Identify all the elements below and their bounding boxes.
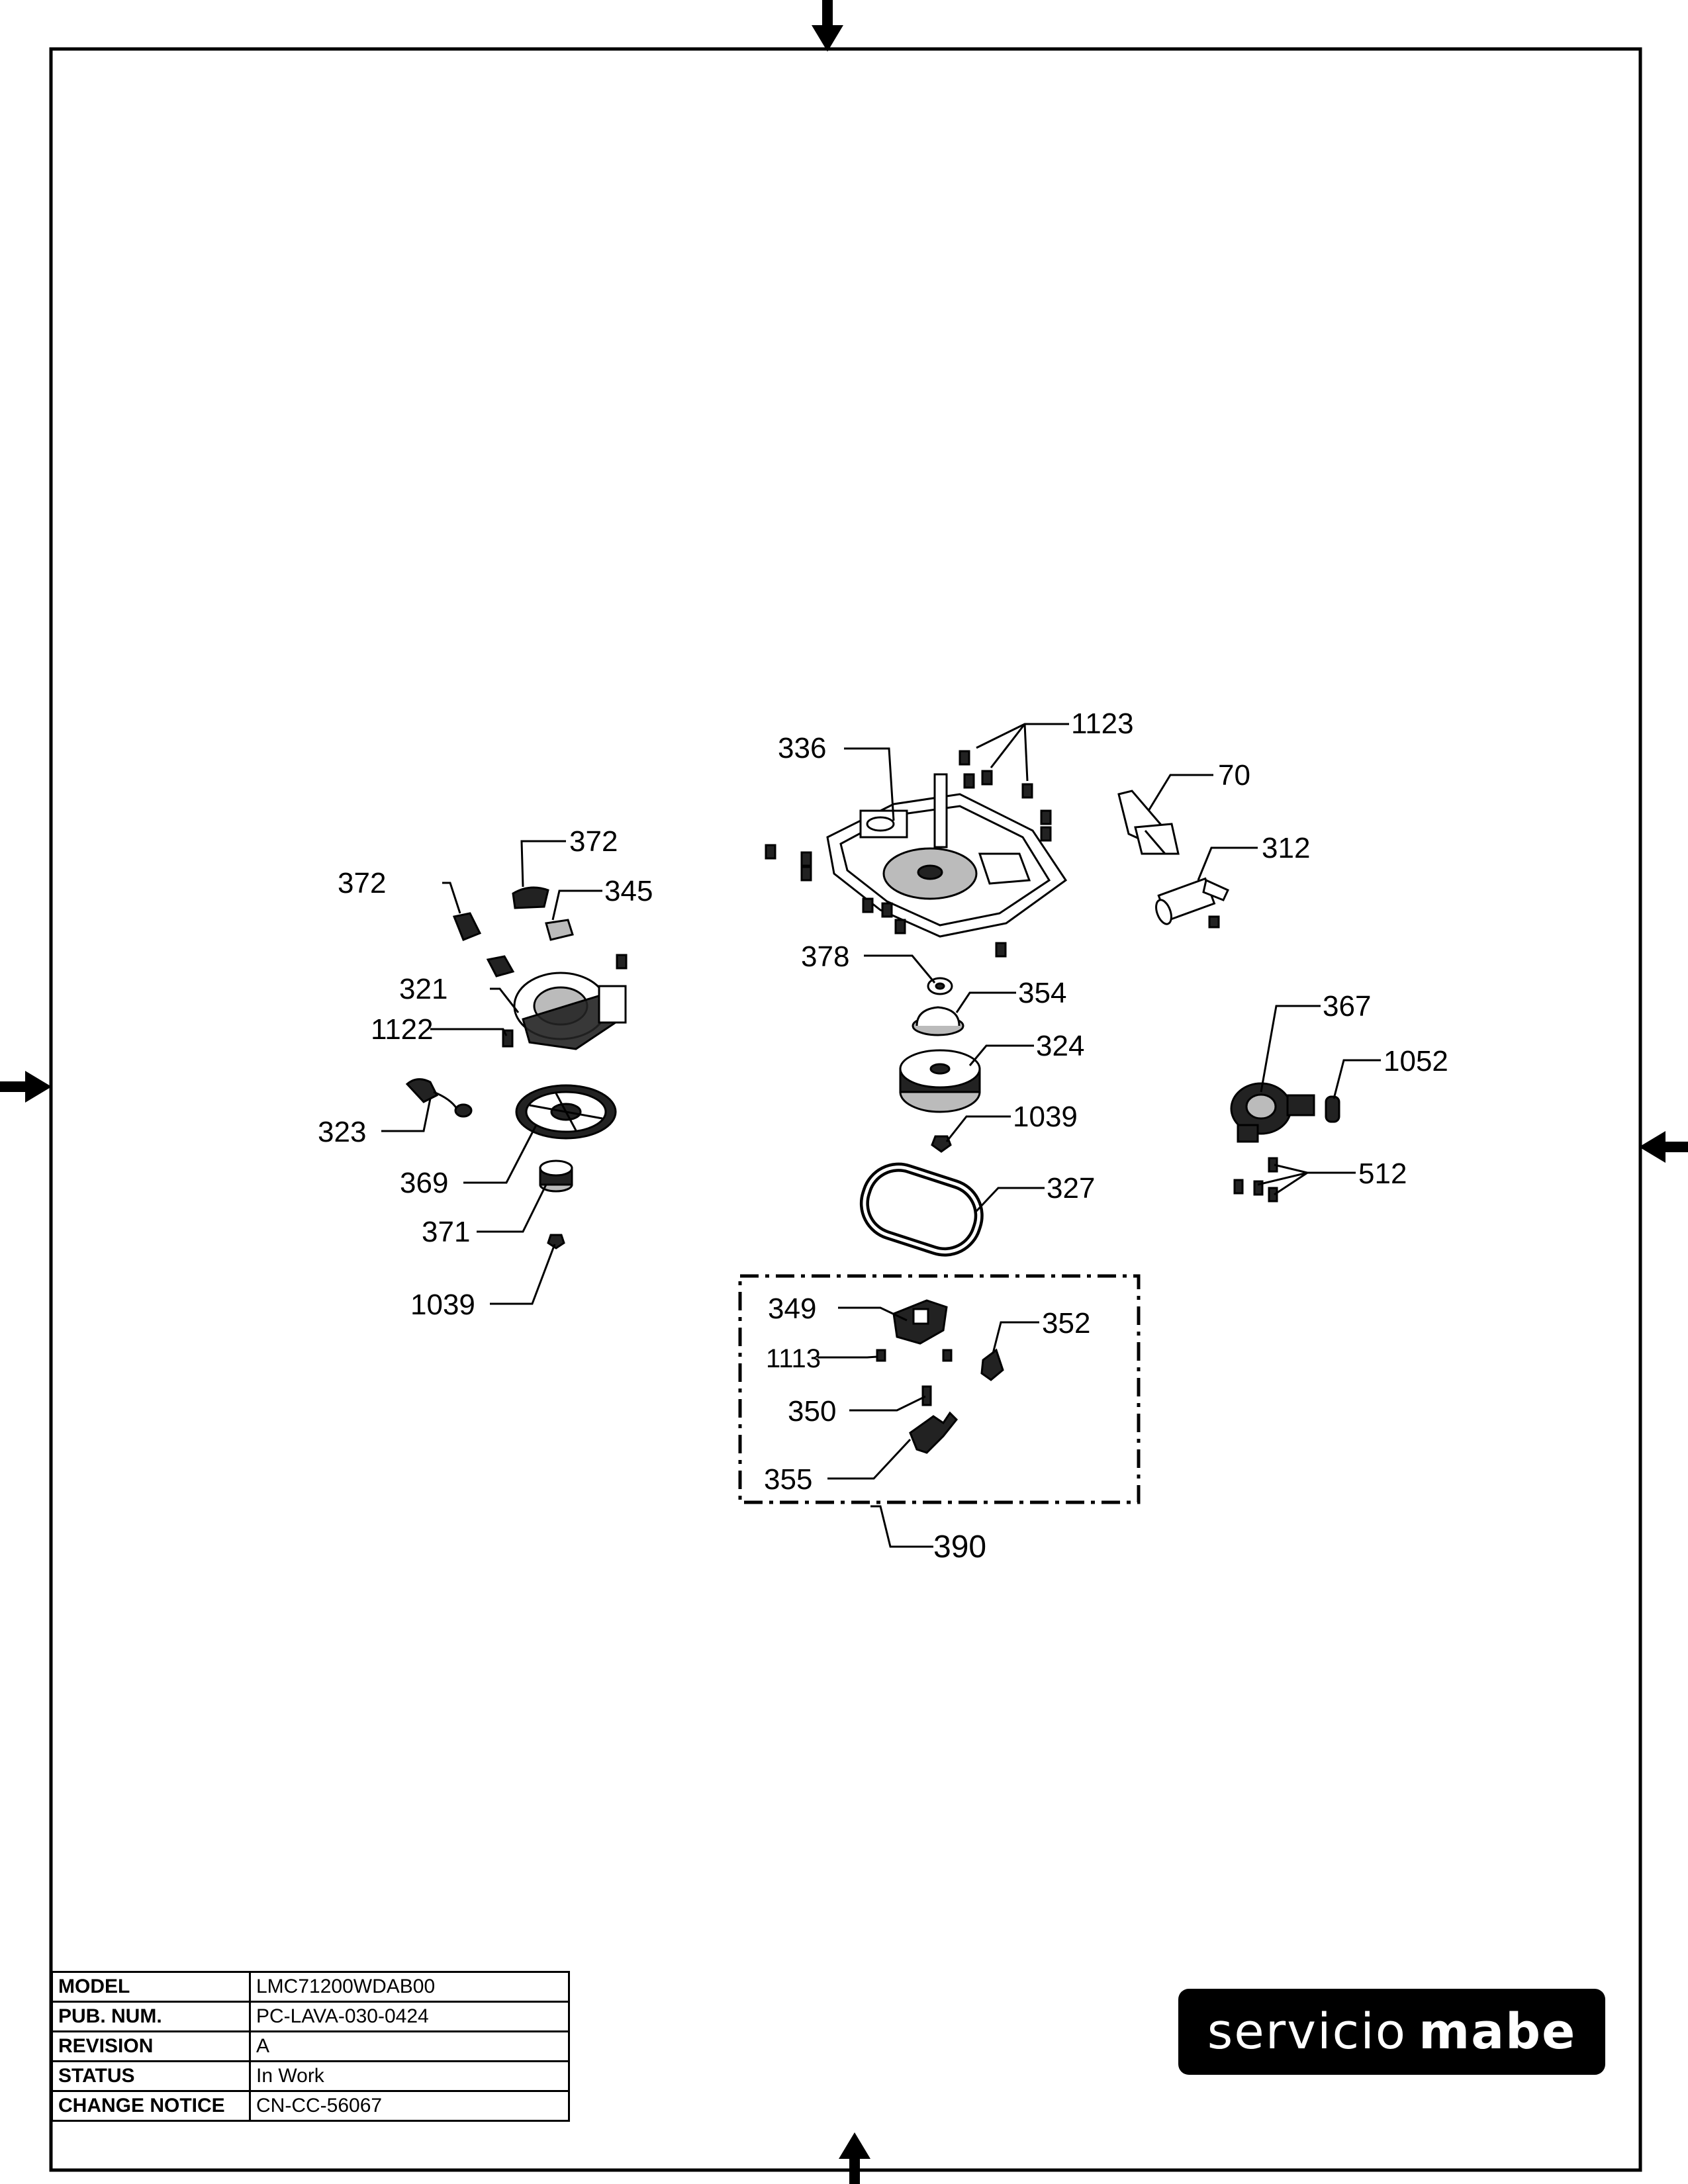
callout-1113: 1113 — [766, 1344, 821, 1373]
title-key: REVISION — [51, 2030, 251, 2062]
callout-349: 349 — [768, 1293, 816, 1325]
callout-1039-center: 1039 — [1013, 1101, 1078, 1133]
part-1052-clamp — [1325, 1095, 1340, 1123]
part-323-switch — [405, 1078, 473, 1118]
callout-390: 390 — [933, 1529, 986, 1565]
part-70-bracket — [1117, 790, 1180, 855]
part-1039-nut-center — [931, 1135, 952, 1153]
part-345-clip — [545, 919, 574, 941]
title-row: MODEL LMC71200WDAB00 — [51, 1971, 570, 2003]
callout-312: 312 — [1262, 832, 1310, 864]
title-value: In Work — [249, 2060, 570, 2092]
leader-lines — [381, 723, 1381, 1548]
callout-323: 323 — [318, 1116, 366, 1148]
part-372-caps — [452, 886, 549, 941]
title-row: REVISION A — [51, 2030, 570, 2062]
callout-367: 367 — [1323, 990, 1371, 1023]
title-value: CN-CC-56067 — [249, 2090, 570, 2122]
callout-369: 369 — [400, 1167, 448, 1199]
callout-1122: 1122 — [371, 1013, 434, 1046]
part-352-switch — [980, 1348, 1004, 1381]
part-1039-nut-left — [547, 1234, 565, 1250]
title-row: CHANGE NOTICE CN-CC-56067 — [51, 2090, 570, 2122]
callout-1052: 1052 — [1383, 1045, 1448, 1077]
callout-1123: 1123 — [1071, 707, 1134, 740]
part-355-lever — [909, 1411, 959, 1454]
callout-355: 355 — [764, 1463, 812, 1496]
part-1123-screws — [765, 750, 1052, 958]
callout-512: 512 — [1358, 1158, 1407, 1190]
callout-336: 336 — [778, 732, 826, 764]
part-336-mounting-plate — [826, 773, 1068, 938]
title-value: LMC71200WDAB00 — [249, 1971, 570, 2003]
callout-1039-left: 1039 — [410, 1289, 475, 1321]
logo-word-servicio: servicio — [1207, 2003, 1407, 2060]
part-324-pulley — [899, 1049, 981, 1113]
title-row: PUB. NUM. PC-LAVA-030-0424 — [51, 2001, 570, 2032]
sheet-border — [49, 47, 1642, 2172]
part-367-pump — [1230, 1082, 1315, 1143]
callout-324: 324 — [1036, 1030, 1084, 1062]
title-key: STATUS — [51, 2060, 251, 2092]
callout-378: 378 — [801, 940, 849, 973]
title-value: A — [249, 2030, 570, 2062]
callout-372-right: 372 — [569, 825, 618, 858]
callout-352: 352 — [1042, 1307, 1090, 1340]
part-1113-screws — [876, 1349, 953, 1362]
callout-354: 354 — [1018, 977, 1066, 1009]
subassembly-390-box — [738, 1274, 1141, 1504]
title-value: PC-LAVA-030-0424 — [249, 2001, 570, 2032]
callout-327: 327 — [1047, 1172, 1095, 1205]
title-key: CHANGE NOTICE — [51, 2090, 251, 2122]
title-row: STATUS In Work — [51, 2060, 570, 2092]
callout-321: 321 — [399, 973, 447, 1005]
callout-labels: 336 1123 70 312 372 372 345 321 1122 323… — [318, 707, 1448, 1565]
part-369-wheel — [515, 1084, 617, 1140]
part-350-pin — [921, 1385, 932, 1406]
callout-350: 350 — [788, 1395, 836, 1428]
part-354-cap — [912, 1006, 964, 1036]
part-327-belt — [859, 1162, 984, 1257]
part-371-pulley — [539, 1160, 573, 1193]
part-321-motor-housing — [486, 954, 628, 1050]
servicio-mabe-logo: servicio mabe — [1178, 1989, 1605, 2075]
logo-word-mabe: mabe — [1419, 2003, 1577, 2060]
title-key: MODEL — [51, 1971, 251, 2003]
title-block: MODEL LMC71200WDAB00 PUB. NUM. PC-LAVA-0… — [51, 1971, 570, 2122]
callout-70: 70 — [1218, 759, 1250, 792]
part-312-capacitor — [1155, 877, 1229, 929]
part-349-actuator — [892, 1299, 948, 1345]
part-512-screws — [1233, 1157, 1278, 1203]
title-key: PUB. NUM. — [51, 2001, 251, 2032]
callout-371: 371 — [422, 1216, 470, 1248]
callout-345: 345 — [604, 875, 653, 907]
callout-372-left: 372 — [338, 867, 386, 899]
